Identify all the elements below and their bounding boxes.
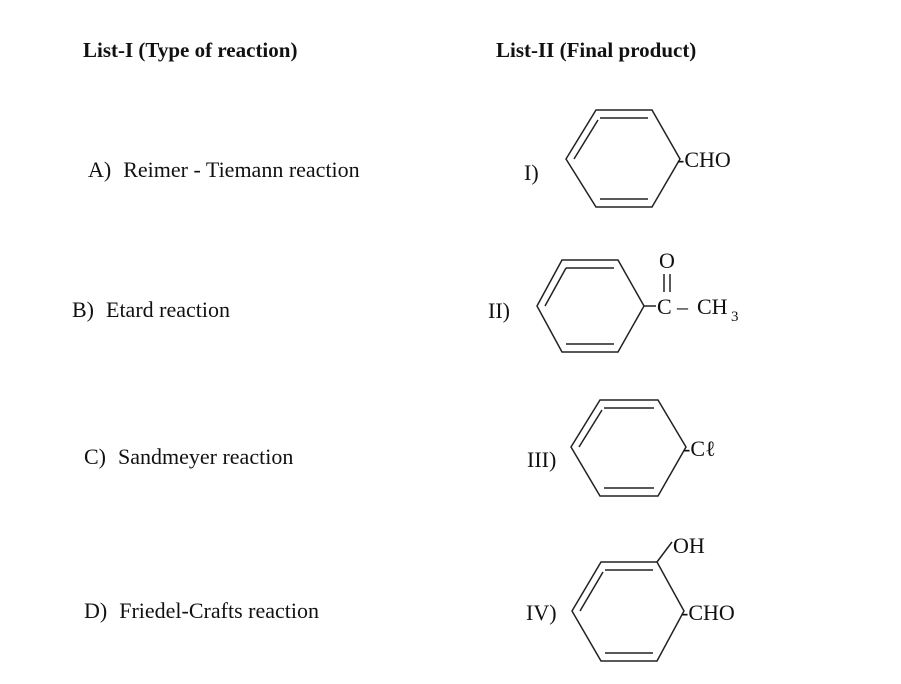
item-label: D) xyxy=(84,598,108,623)
benzene-ring xyxy=(571,561,685,662)
item-text: Friedel-Crafts reaction xyxy=(119,598,319,623)
carbonyl-carbon: C xyxy=(657,294,672,319)
carbonyl-oxygen: O xyxy=(659,248,675,273)
cho-group: -CHO xyxy=(677,147,731,172)
methyl-group: CH xyxy=(697,294,728,319)
list-2-label-iv: IV) xyxy=(526,600,557,625)
list-1-header: List-I (Type of reaction) xyxy=(83,38,298,62)
list-2-label-iii: III) xyxy=(527,447,557,472)
list-1-item-d: D) Friedel-Crafts reaction xyxy=(84,598,319,624)
list-2-label-ii: II) xyxy=(488,298,510,323)
item-label: B) xyxy=(72,297,94,322)
item-text: Reimer - Tiemann reaction xyxy=(123,157,360,182)
item-text: Etard reaction xyxy=(106,297,230,322)
inner-bond xyxy=(578,409,603,448)
list-1-item-a: A) Reimer - Tiemann reaction xyxy=(88,157,360,183)
item-label: A) xyxy=(88,157,112,182)
inner-bond xyxy=(544,267,567,307)
hydroxyl-group: OH xyxy=(673,533,705,558)
list-1-item-c: C) Sandmeyer reaction xyxy=(84,444,293,470)
list-2-label-i: I) xyxy=(524,160,539,185)
oh-bond xyxy=(656,541,673,563)
benzene-ring xyxy=(565,109,681,208)
benzene-ring xyxy=(570,399,687,497)
inner-bond xyxy=(573,119,599,160)
chloro-group: -Cℓ xyxy=(683,436,716,461)
methyl-subscript: 3 xyxy=(731,309,739,325)
inner-bond xyxy=(579,571,604,612)
cho-group: -CHO xyxy=(681,600,735,625)
item-label: C) xyxy=(84,444,106,469)
list-2-header: List-II (Final product) xyxy=(496,38,697,62)
item-text: Sandmeyer reaction xyxy=(118,444,294,469)
bond-dash: – xyxy=(676,294,689,319)
list-1-item-b: B) Etard reaction xyxy=(72,297,230,323)
